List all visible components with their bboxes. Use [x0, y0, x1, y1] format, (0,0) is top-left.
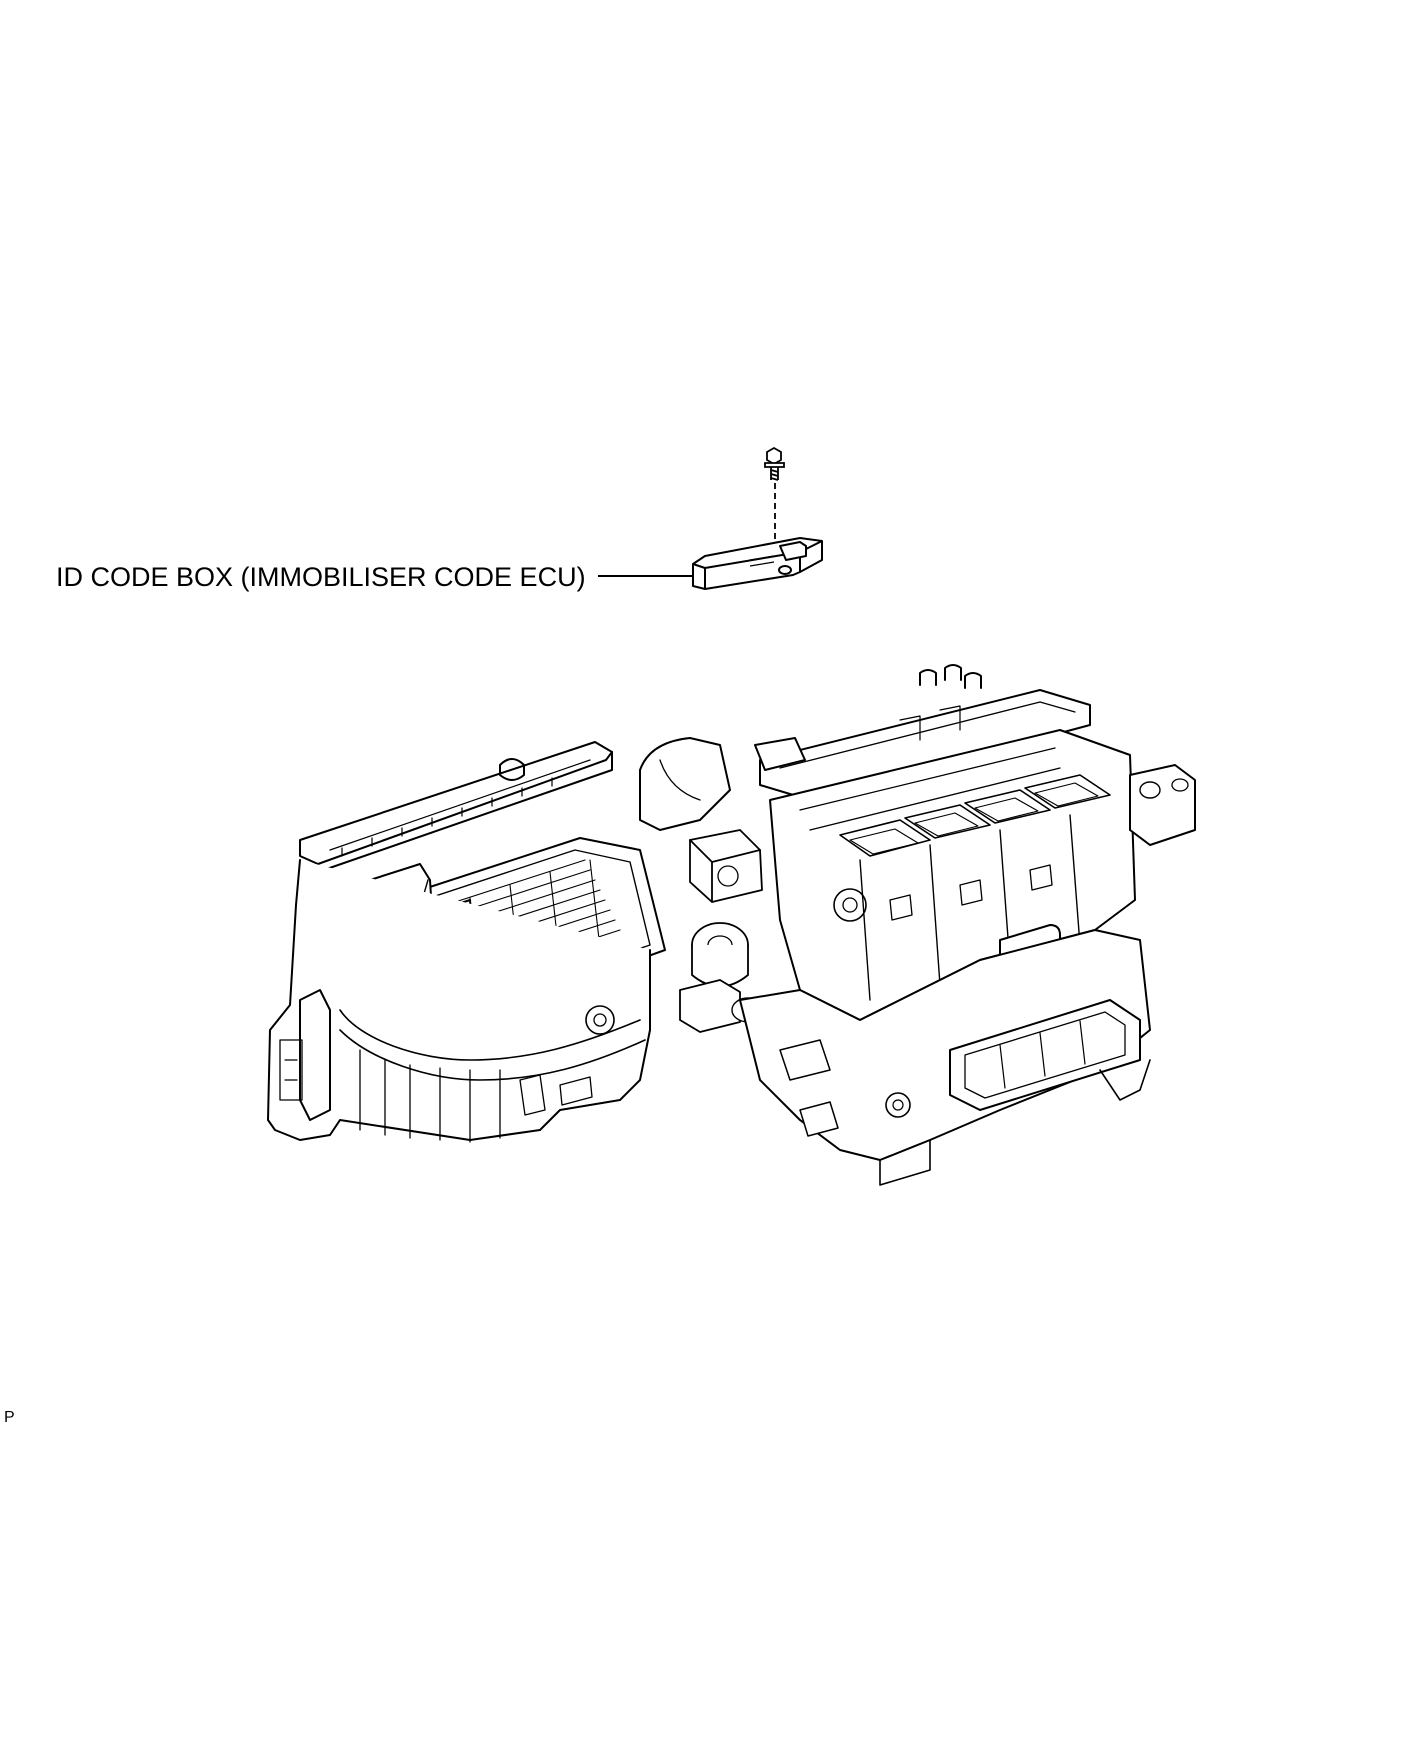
id-code-box-icon — [692, 537, 823, 590]
hvac-unit-icon — [267, 664, 1196, 1186]
id-code-box-label: ID CODE BOX (IMMOBILISER CODE ECU) — [56, 562, 586, 592]
bolt-icon — [764, 446, 785, 565]
corner-mark: P — [4, 1409, 15, 1426]
